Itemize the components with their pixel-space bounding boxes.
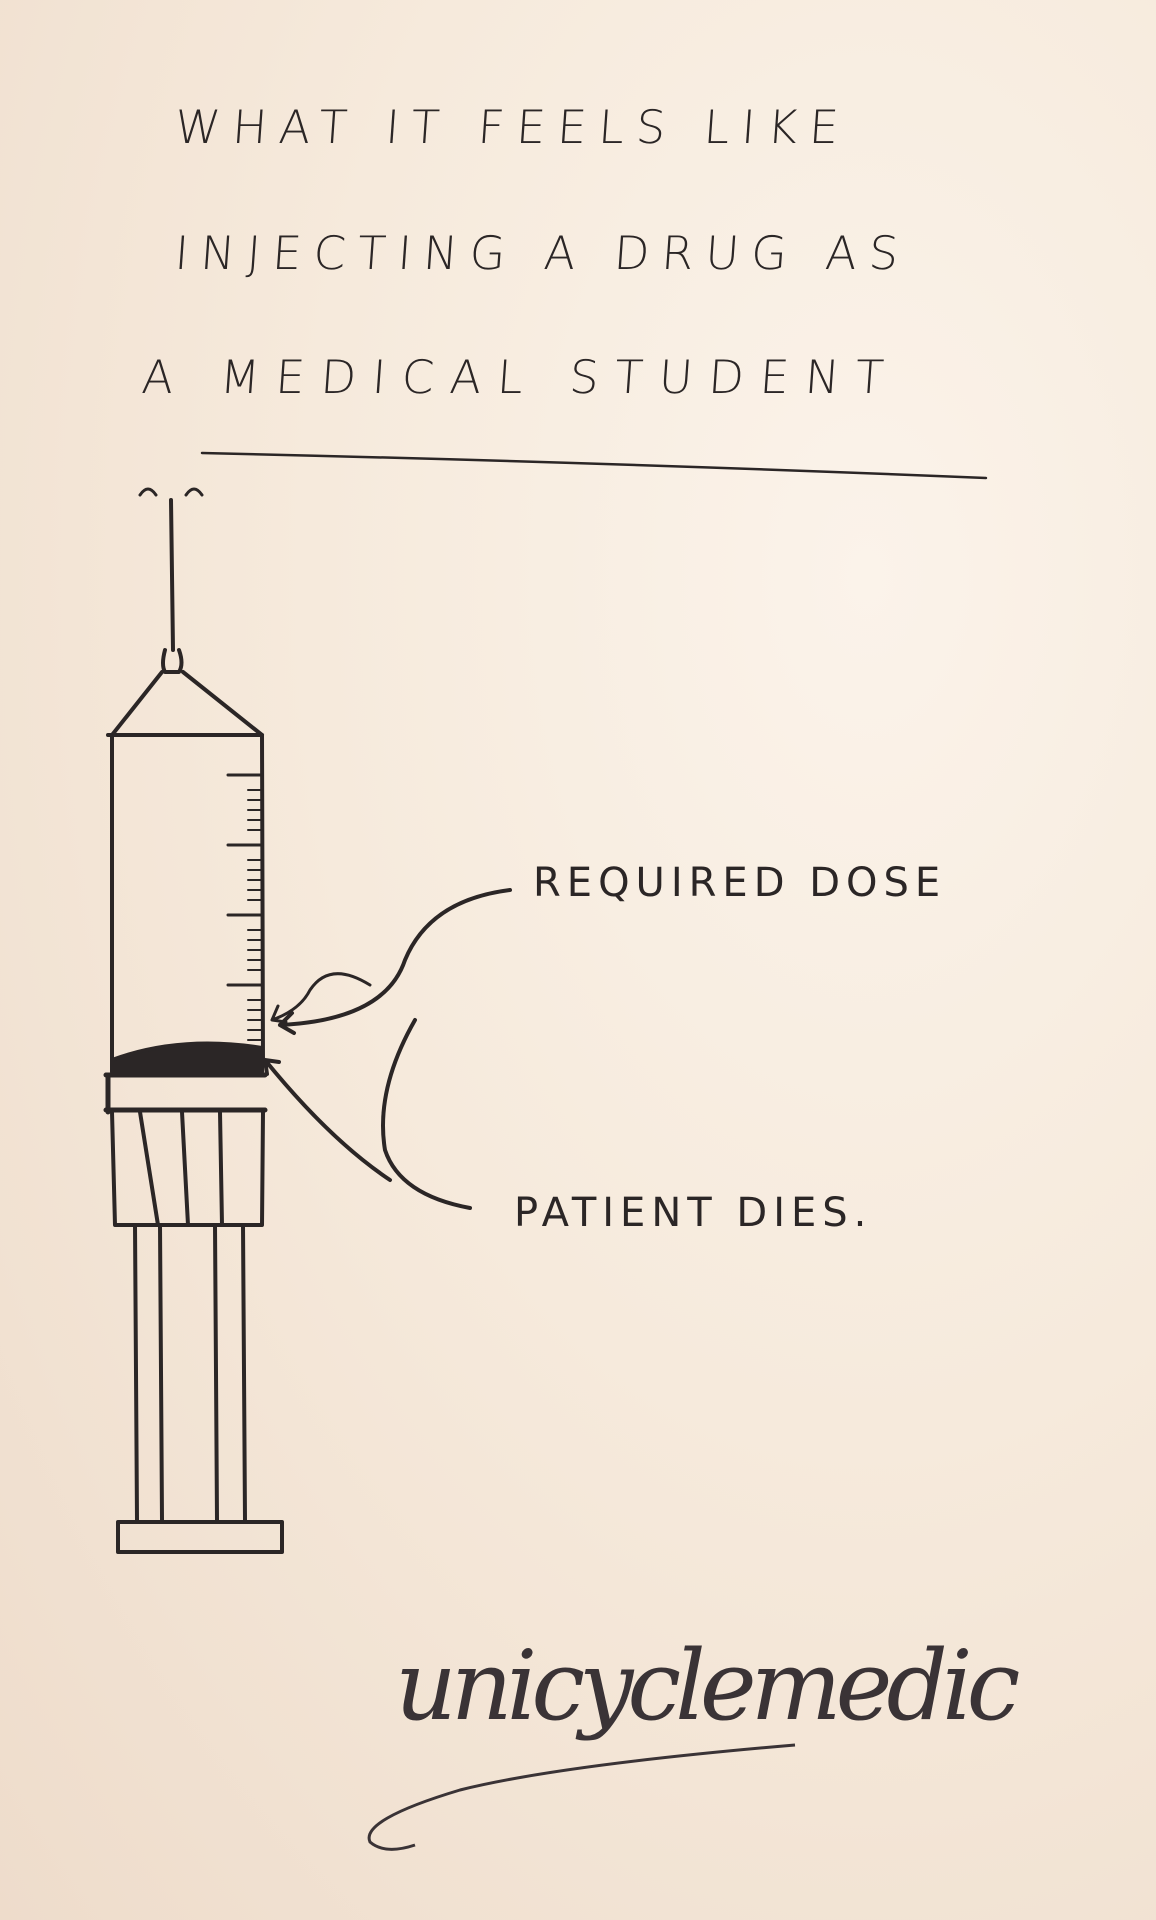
- required-dose-arrow: [278, 888, 512, 1035]
- required-dose-label: REQUIRED DOSE: [533, 860, 947, 906]
- finger-collar: [110, 1110, 265, 1227]
- plunger-head: [103, 1072, 268, 1115]
- drop-icon: [138, 487, 204, 497]
- patient-dies-label: PATIENT DIES.: [514, 1190, 873, 1236]
- curl-arrow: [270, 972, 372, 1024]
- title-underline: [200, 451, 988, 480]
- signature: unicyclemedic: [395, 1630, 1020, 1742]
- syringe-hub: [110, 648, 264, 737]
- plunger-base: [116, 1520, 284, 1554]
- needle: [169, 498, 175, 652]
- plunger-rod: [133, 1223, 247, 1522]
- drug-fluid: [110, 1041, 264, 1074]
- graduation-marks: [226, 773, 264, 1041]
- patient-dies-arrow: [263, 1018, 472, 1210]
